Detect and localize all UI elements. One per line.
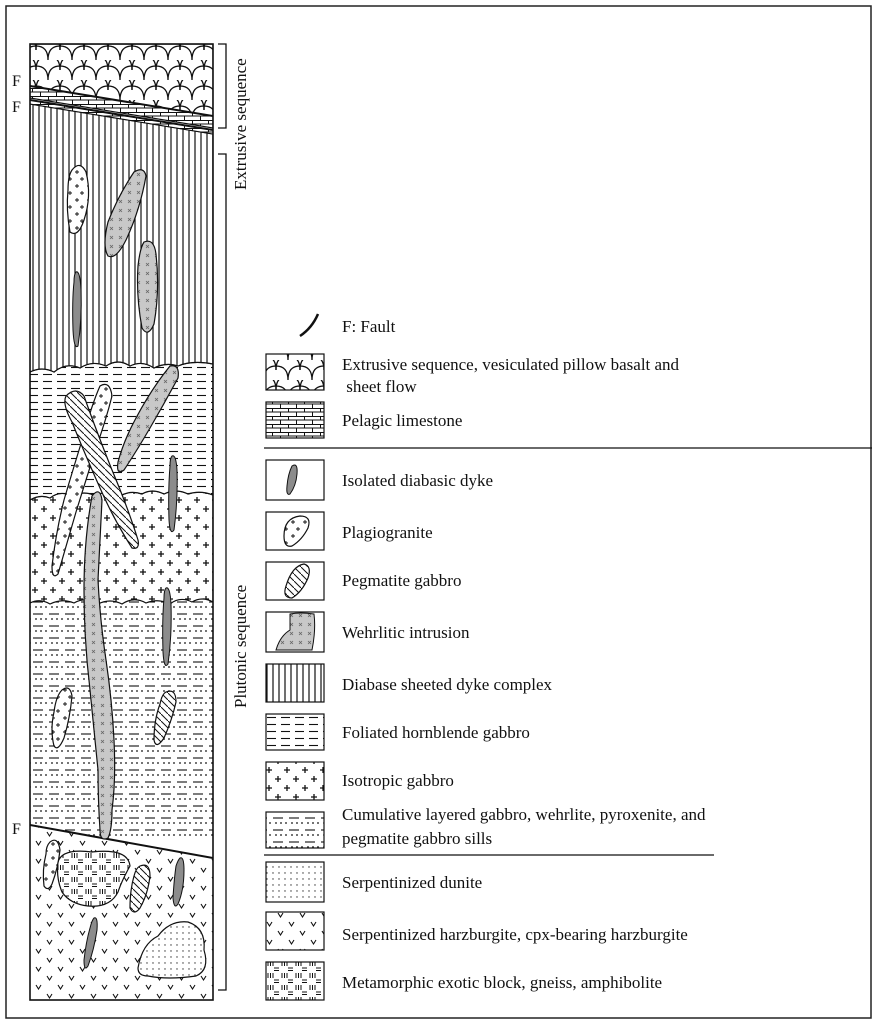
legend-label: Cumulative layered gabbro, wehrlite, pyr… [342, 805, 706, 824]
legend-label-line2: sheet flow [342, 377, 417, 396]
dunite-swatch [265, 861, 325, 903]
diabasic-dyke-body [168, 455, 178, 533]
metamorphic-swatch [265, 961, 325, 1001]
wehrlitic-intrusion-body [83, 491, 116, 840]
legend-label: Pelagic limestone [342, 411, 462, 430]
limestone-swatch [265, 401, 325, 439]
fault-label-middle: F [12, 99, 21, 116]
fault-label-upper: F [12, 73, 21, 90]
legend-item-dunite: Serpentinized dunite [265, 861, 482, 903]
fault-symbol-icon [299, 313, 320, 338]
plagiogranite-body [42, 839, 61, 890]
fault-line-middle [30, 99, 213, 131]
legend-label: Diabase sheeted dyke complex [342, 675, 553, 694]
legend-item-plagiogranite: Plagiogranite [265, 511, 433, 551]
plagiogranite-body [66, 164, 90, 235]
legend-item-wehrlite: Wehrlitic intrusion [265, 611, 470, 653]
diabasic-dyke-body [172, 857, 185, 907]
fault-line-lower [30, 824, 213, 859]
foliated-gabbro-swatch [265, 713, 325, 751]
plutonic-bracket [218, 153, 227, 991]
diabasic-dyke-body [162, 587, 172, 666]
wehrlitic-intrusion-body [136, 240, 159, 333]
dyke-swatch [265, 459, 325, 501]
fault-label-lower: F [12, 821, 21, 838]
extrusive-bracket-label: Extrusive sequence [231, 58, 250, 190]
harzburgite-swatch [265, 911, 325, 951]
pegmatite-gabbro-body [64, 390, 139, 549]
legend-label: Foliated hornblende gabbro [342, 723, 530, 742]
legend-label: Serpentinized dunite [342, 873, 482, 892]
metamorphic-block [56, 850, 131, 907]
foliated-gabbro-layer [30, 361, 213, 501]
fault-line-upper [30, 85, 213, 117]
sheeted-dyke-swatch [265, 663, 325, 703]
legend-item-pegmatite: Pegmatite gabbro [265, 561, 461, 601]
legend-item-fault: F: Fault [299, 313, 396, 338]
pillow-basalt-swatch [265, 353, 325, 391]
pillow-basalt-layer [30, 44, 213, 117]
legend-item-sheeted-dykes: Diabase sheeted dyke complex [265, 663, 553, 703]
legend-item-harzburgite: Serpentinized harzburgite, cpx-bearing h… [265, 911, 688, 951]
legend: F: Fault Extrusive sequence, vesiculated… [265, 313, 706, 1001]
extrusive-bracket [218, 43, 227, 129]
cumulate-gabbro-swatch [265, 811, 325, 849]
wehrlitic-intrusion-body [104, 169, 147, 258]
legend-item-metamorphic: Metamorphic exotic block, gneiss, amphib… [265, 961, 662, 1001]
pegmatite-gabbro-body [129, 864, 151, 913]
legend-label: Plagiogranite [342, 523, 433, 542]
legend-label: Pegmatite gabbro [342, 571, 461, 590]
legend-item-cumulate-gabbro: Cumulative layered gabbro, wehrlite, pyr… [265, 805, 706, 849]
stratigraphic-column [30, 44, 213, 1000]
dunite-block [137, 921, 207, 979]
plutonic-bracket-label: Plutonic sequence [231, 585, 250, 708]
legend-item-limestone: Pelagic limestone [265, 401, 462, 439]
outer-frame [5, 5, 872, 1019]
legend-item-isotropic-gabbro: Isotropic gabbro [265, 761, 454, 801]
legend-label: Isolated diabasic dyke [342, 471, 493, 490]
legend-label: Serpentinized harzburgite, cpx-bearing h… [342, 925, 688, 944]
legend-label: Wehrlitic intrusion [342, 623, 470, 642]
diabasic-dyke-body [72, 271, 82, 348]
pegmatite-gabbro-body [153, 690, 177, 746]
legend-label: Isotropic gabbro [342, 771, 454, 790]
isotropic-gabbro-swatch [265, 761, 325, 801]
diabasic-dyke-body [83, 917, 98, 969]
plagiogranite-body [51, 687, 73, 749]
legend-item-pillow-basalt: Extrusive sequence, vesiculated pillow b… [265, 353, 680, 396]
legend-label: F: Fault [342, 317, 396, 336]
legend-label: Extrusive sequence, vesiculated pillow b… [342, 355, 680, 374]
legend-item-dyke: Isolated diabasic dyke [265, 459, 493, 501]
legend-label: Metamorphic exotic block, gneiss, amphib… [342, 973, 662, 992]
column-border [29, 43, 214, 1001]
wehrlitic-intrusion-body [117, 365, 179, 473]
legend-label-line2: pegmatite gabbro sills [342, 829, 492, 848]
legend-item-foliated-gabbro: Foliated hornblende gabbro [265, 713, 530, 751]
